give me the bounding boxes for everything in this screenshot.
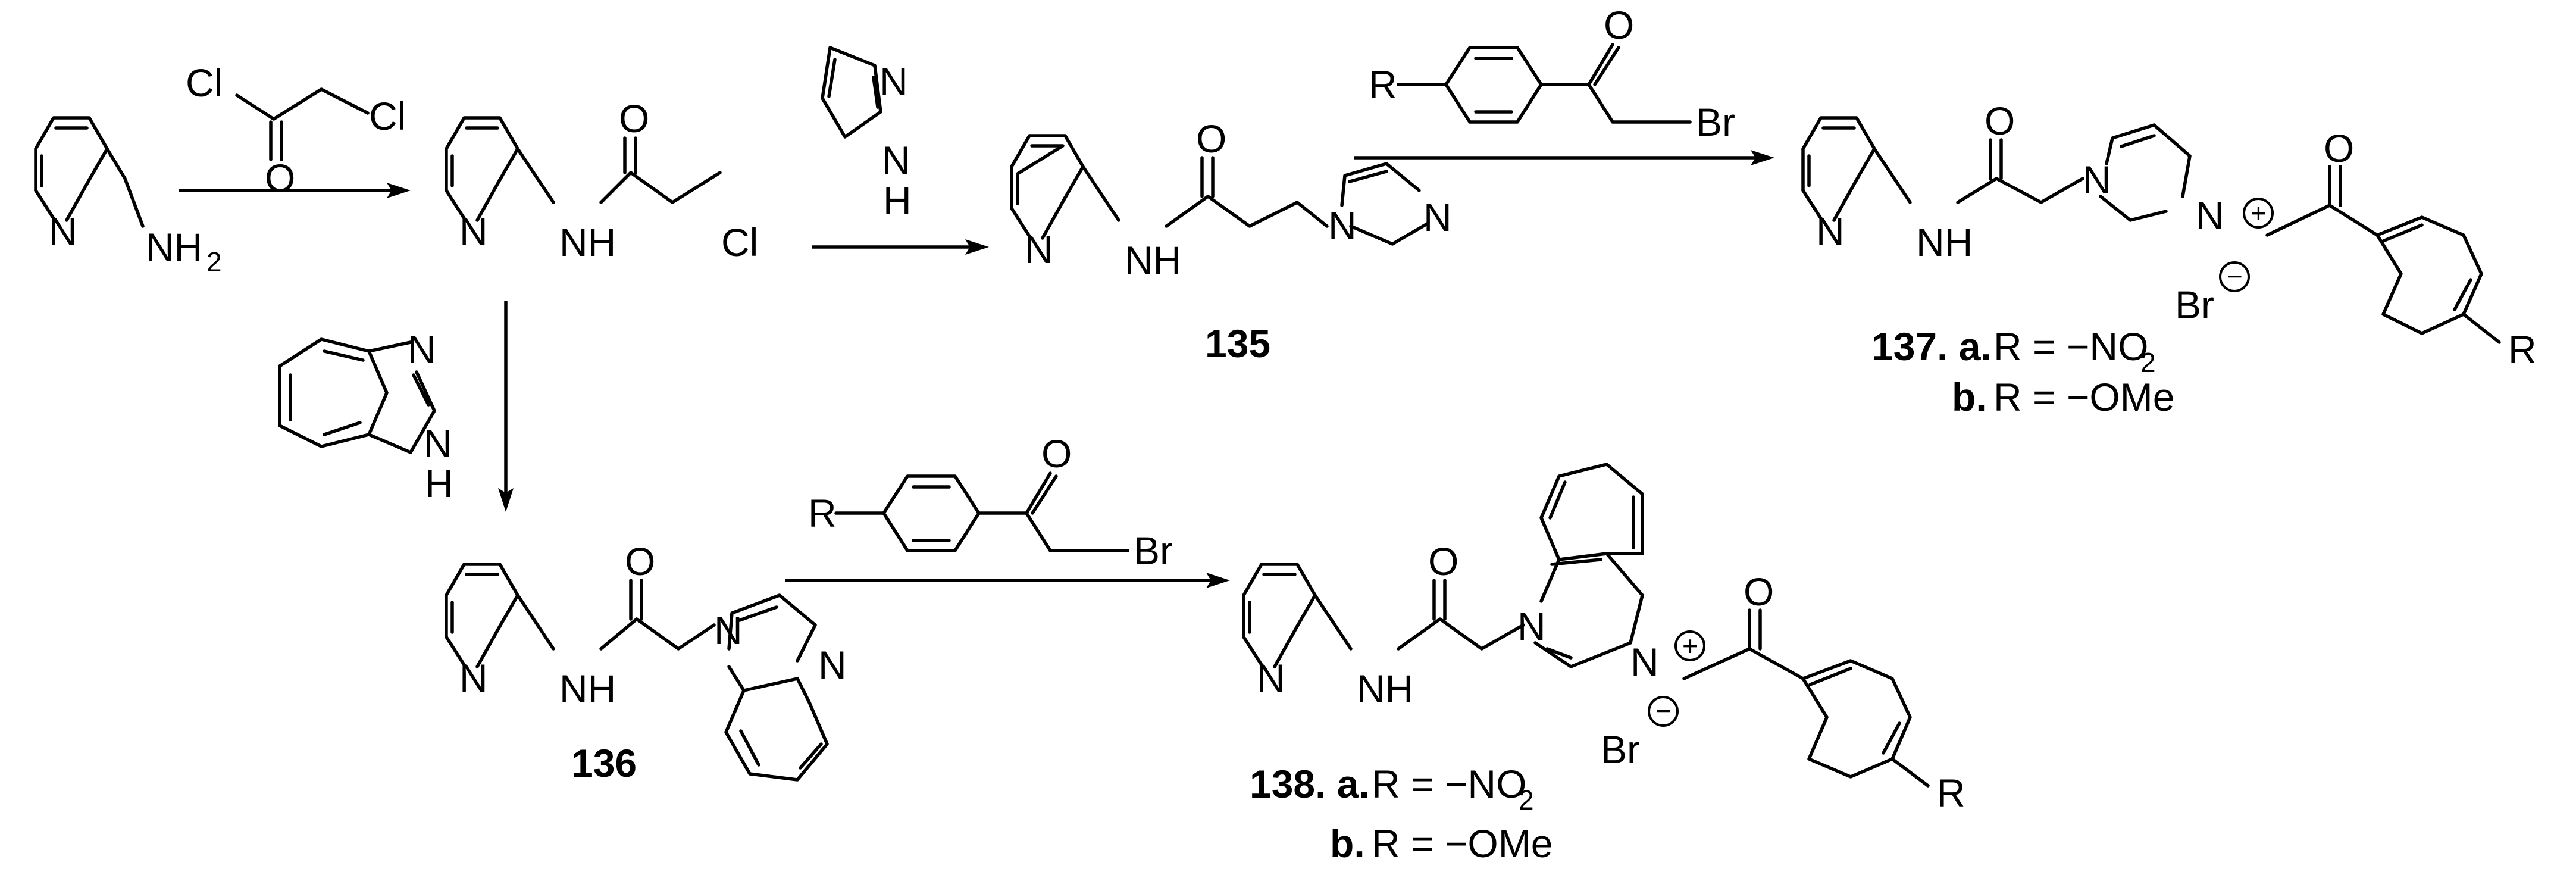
atom-r: R	[1369, 62, 1397, 107]
atom-o: O	[265, 156, 295, 200]
atom-n: N	[1816, 210, 1845, 254]
atom-n-plus: N	[1630, 640, 1659, 684]
atom-nh: NH	[1125, 238, 1181, 282]
reagent-imidazole: N N H	[821, 46, 912, 223]
structure-138: N NH O N N + − Br O R	[1242, 462, 1965, 815]
atom-h: H	[425, 461, 453, 505]
atom-n: N	[408, 327, 436, 371]
atom-cl: Cl	[721, 220, 758, 264]
compound-137a-sub: 2	[2140, 347, 2156, 378]
atom-n-plus: N	[2196, 193, 2224, 238]
charge-minus: −	[1655, 695, 1672, 726]
charge-plus: +	[2251, 198, 2267, 229]
compound-label-137: 137. a. R = −NO 2 b. R = −OMe	[1871, 324, 2174, 419]
compound-138b-text: R = −OMe	[1372, 821, 1553, 865]
compound-label-136: 136	[571, 741, 637, 785]
reaction-arrow-3	[1354, 150, 1774, 165]
reaction-arrow-1	[179, 183, 411, 198]
reagent-phenacyl-bromide-top: R O Br	[1369, 3, 1735, 144]
reagent-phenacyl-bromide-bottom: R O Br	[808, 432, 1173, 573]
atom-n: N	[2083, 158, 2111, 202]
compound-138a-text: R = −NO	[1372, 762, 1526, 806]
atom-n: N	[818, 643, 847, 687]
atom-n: N	[424, 421, 452, 465]
compound-label-137b: b.	[1952, 375, 1987, 419]
structure-136: N NH O N N 136	[445, 539, 847, 785]
charge-minus: −	[2227, 261, 2243, 292]
atom-o: O	[619, 96, 649, 140]
atom-n: N	[459, 656, 488, 700]
atom-br: Br	[1134, 529, 1173, 573]
atom-o: O	[625, 539, 655, 583]
atom-n: N	[1257, 656, 1285, 700]
reaction-arrow-4	[498, 301, 514, 512]
atom-n: N	[1423, 195, 1452, 239]
atom-br: Br	[1601, 727, 1640, 771]
atom-o: O	[1985, 99, 2015, 143]
compound-label-138: 138. a. R = −NO 2 b. R = −OMe	[1250, 762, 1553, 865]
atom-n: N	[879, 60, 908, 104]
atom-nh: NH	[1357, 667, 1413, 711]
charge-plus: +	[1682, 630, 1698, 661]
atom-o: O	[1428, 539, 1458, 583]
atom-r: R	[808, 491, 837, 535]
atom-n: N	[49, 210, 77, 254]
atom-n: N	[1328, 204, 1357, 248]
atom-nh2-subscript: 2	[206, 246, 222, 277]
atom-o: O	[1041, 432, 1072, 476]
atom-n: N	[714, 608, 743, 652]
compound-label-138b: b.	[1330, 821, 1365, 865]
compound-137b-text: R = −OMe	[1993, 375, 2174, 419]
compound-label-135: 135	[1205, 321, 1270, 365]
atom-cl: Cl	[186, 61, 223, 105]
structure-2-aminopyridine: N NH 2	[34, 116, 222, 277]
atom-n: N	[1517, 604, 1546, 648]
compound-label-137-num: 137. a.	[1871, 324, 1992, 368]
structure-135: N NH O N N 135	[1010, 117, 1452, 365]
reagent-chloroacetyl-chloride: Cl O Cl	[186, 61, 406, 200]
atom-nh: NH	[559, 220, 616, 264]
structure-137: N NH O N N + − Br O R	[1801, 99, 2537, 371]
atom-cl: Cl	[369, 94, 406, 138]
atom-r: R	[1937, 771, 1965, 815]
compound-138a-sub: 2	[1519, 785, 1534, 815]
reaction-arrow-2	[812, 239, 989, 255]
atom-nh: NH	[1916, 220, 1973, 264]
atom-br: Br	[1696, 100, 1735, 144]
atom-o: O	[2324, 126, 2354, 170]
structure-chloroacetamide: N NH O Cl	[445, 96, 758, 264]
atom-r: R	[2508, 327, 2537, 371]
compound-137a-text: R = −NO	[1993, 324, 2148, 368]
reaction-arrow-5	[785, 573, 1230, 588]
atom-o: O	[1196, 117, 1226, 161]
atom-nh2: NH	[146, 225, 202, 269]
atom-n: N	[459, 210, 488, 254]
atom-nh: NH	[559, 667, 616, 711]
atom-n: N	[1025, 227, 1053, 271]
atom-n: N	[882, 138, 910, 182]
atom-o: O	[1604, 3, 1634, 47]
reagent-benzimidazole: N N H	[278, 327, 453, 505]
atom-o: O	[1744, 570, 1774, 614]
atom-h: H	[883, 179, 912, 223]
atom-br: Br	[2175, 283, 2214, 327]
compound-label-138-num: 138. a.	[1250, 762, 1370, 806]
